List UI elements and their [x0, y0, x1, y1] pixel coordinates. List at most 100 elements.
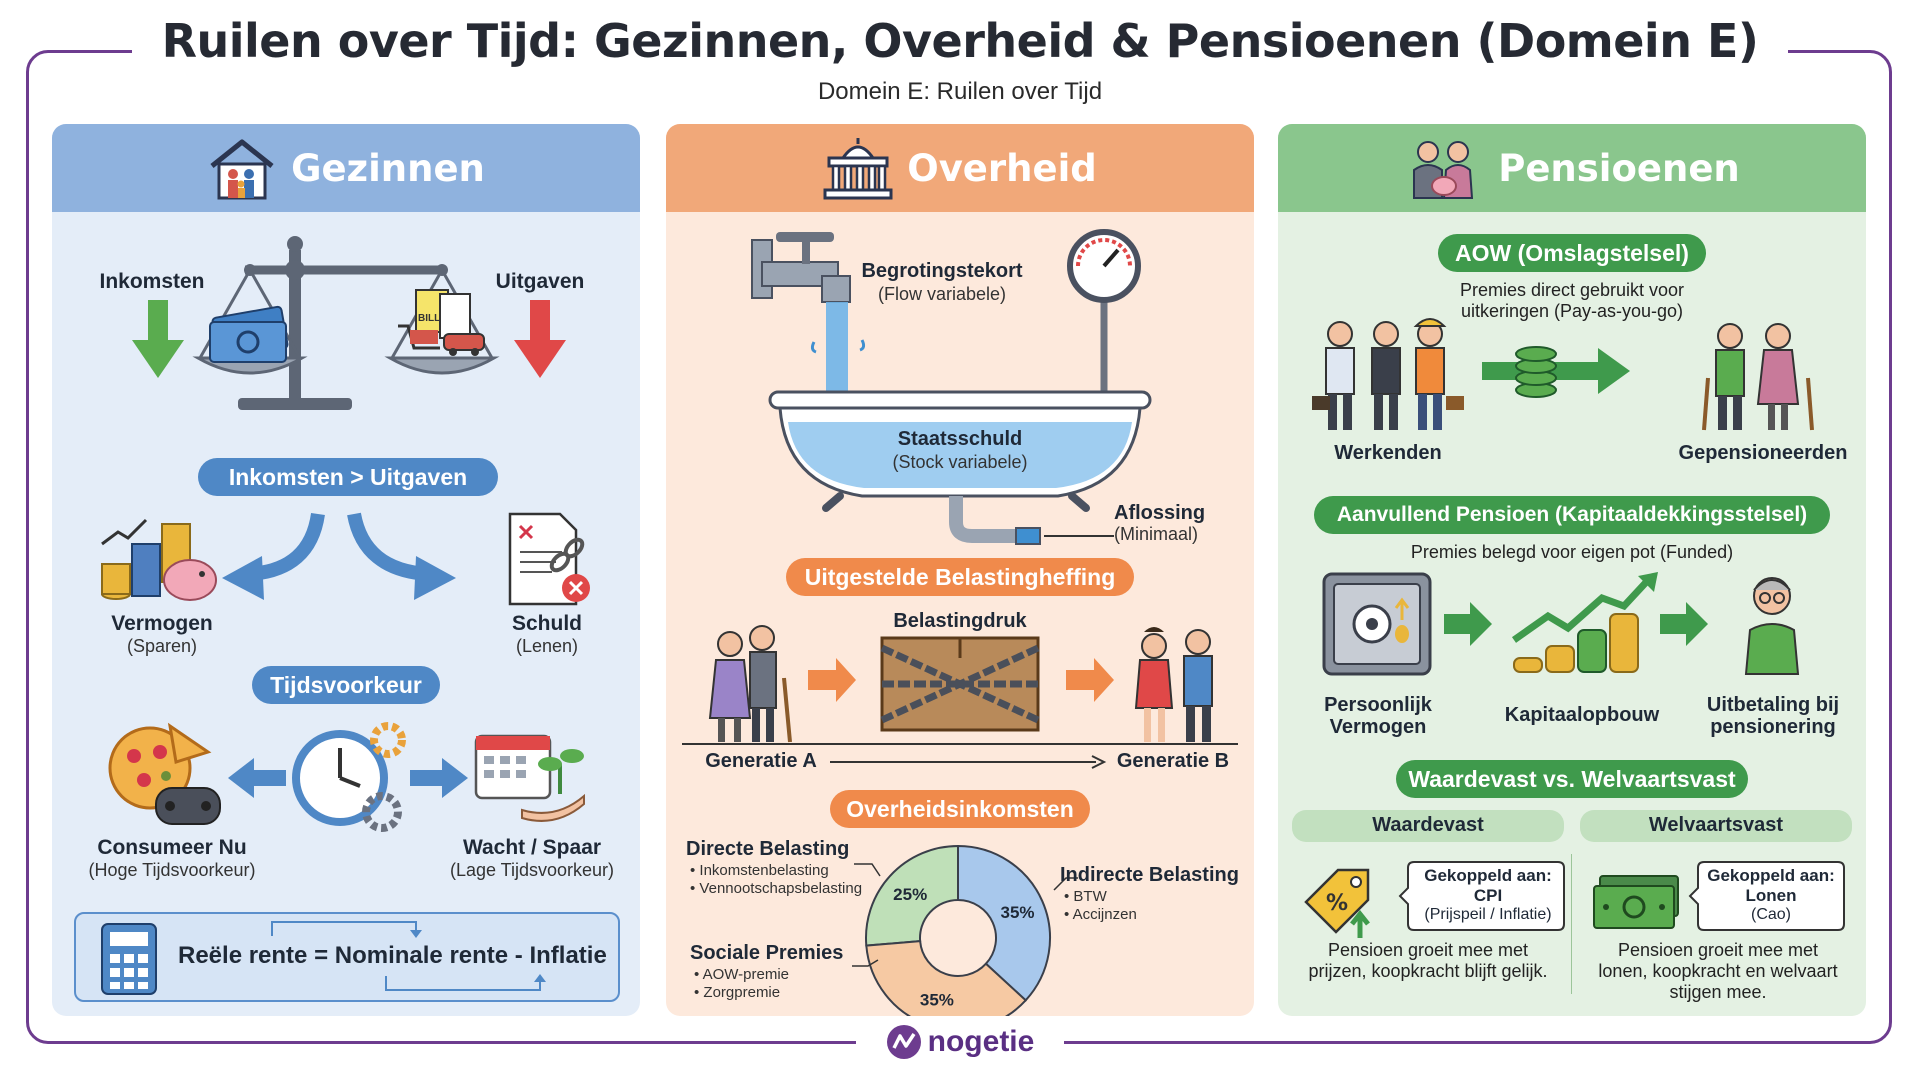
inkomsten-uitgaven-pill: Inkomsten > Uitgaven — [198, 458, 498, 496]
persoonlijk-label-1: Persoonlijk — [1324, 694, 1432, 716]
elderly-couple-icon — [1413, 141, 1474, 199]
wage-bubble-text-3: (Cao) — [1750, 906, 1791, 923]
waardevast-header — [1292, 810, 1564, 842]
debt-document-icon — [508, 512, 590, 606]
uitbetaling-label-1: Uitbetaling bij — [1706, 694, 1840, 716]
generations-icon — [682, 625, 1238, 745]
overheidsinkomsten-pill: Overheidsinkomsten — [830, 790, 1090, 828]
schuld-label: Schuld — [511, 612, 582, 635]
bill-label: BILL — [418, 313, 441, 324]
arrow-left-icon — [228, 758, 286, 798]
waardevast-desc-1: Pensioen groeit mee met — [1327, 940, 1529, 960]
arrow-down-red-icon — [514, 300, 566, 378]
uitgaven-label: Uitgaven — [495, 270, 585, 293]
directe-item-2: • Vennootschapsbelasting — [690, 880, 863, 897]
cpi-bubble — [1398, 861, 1565, 931]
waardevast-title: Waardevast — [1372, 814, 1484, 836]
uitgestelde-pill: Uitgestelde Belastingheffing — [786, 558, 1134, 596]
sociale-item-1: • AOW-premie — [694, 966, 789, 983]
uitbetaling-label-2: pensionering — [1710, 716, 1836, 738]
donut-label-2: 35% — [1001, 903, 1035, 922]
directe-label: Directe Belasting — [686, 838, 850, 860]
welvaartsvast-title: Welvaartsvast — [1648, 814, 1784, 836]
waardevast-desc-2: prijzen, koopkracht blijft gelijk. — [1308, 961, 1548, 981]
funded-pension-flow-icon — [1322, 572, 1800, 676]
donut-leader-lines — [852, 863, 1078, 967]
indirecte-label: Indirecte Belasting — [1060, 864, 1239, 886]
wacht-sub: (Lage Tijdsvoorkeur) — [449, 860, 615, 880]
svg-text:%: % — [1326, 891, 1348, 916]
wage-bubble-text-2: Lonen — [1745, 886, 1797, 905]
formula-text: Reële rente = Nominale rente - Inflatie — [178, 942, 607, 969]
aanvullend-pill: Aanvullend Pensioen (Kapitaaldekkingsste… — [1314, 496, 1830, 534]
arrow-down-green-icon — [132, 300, 184, 378]
welvaartsvast-header — [1580, 810, 1852, 842]
column-divider — [1571, 854, 1572, 994]
pizza-gamepad-icon — [108, 722, 221, 825]
wacht-label: Wacht / Spaar — [462, 836, 602, 859]
begrotingstekort-label: Begrotingstekort — [861, 260, 1023, 282]
indirecte-item-1: • BTW — [1064, 888, 1107, 905]
calendar-plant-icon — [474, 734, 585, 822]
government-building-icon — [823, 138, 893, 200]
bathtub-debt-icon — [751, 229, 1152, 545]
banknotes-icon — [1593, 875, 1679, 929]
staatsschuld-label: Staatsschuld — [897, 428, 1023, 450]
panel-pensioenen: Pensioenen AOW (Omslagstelsel) Premies d… — [1278, 124, 1866, 1016]
price-tag-icon: % — [1304, 868, 1370, 938]
coins-piggybank-icon — [101, 518, 217, 601]
welvaartsvast-desc-1: Pensioen groeit mee met — [1617, 940, 1819, 960]
footer: nogetie — [0, 1024, 1920, 1061]
vermogen-label: Vermogen — [111, 612, 213, 635]
clock-gears-icon — [292, 722, 406, 832]
wage-bubble-text-1: Gekoppeld aan: — [1707, 866, 1835, 885]
title-wrap: Ruilen over Tijd: Gezinnen, Overheid & P… — [0, 14, 1920, 68]
curved-arrows-icon — [222, 512, 456, 600]
formula-box — [74, 912, 620, 1002]
vermogen-sub: (Sparen) — [126, 636, 198, 656]
workers-to-retirees-icon — [1312, 318, 1814, 431]
arrow-right-icon — [410, 758, 468, 798]
aflossing-sub: (Minimaal) — [1114, 524, 1199, 544]
aow-desc-1: Premies direct gebruikt voor — [1459, 280, 1685, 300]
donut-slice-1 — [865, 844, 959, 947]
directe-item-1: • Inkomstenbelasting — [690, 862, 829, 879]
staatsschuld-sub: (Stock variabele) — [892, 452, 1028, 472]
cpi-bubble-text-3: (Prijspeil / Inflatie) — [1424, 906, 1552, 923]
generatie-b-label: Generatie B — [1116, 750, 1230, 772]
page-subtitle: Domein E: Ruilen over Tijd — [817, 78, 1103, 105]
donut-label-1: 25% — [893, 885, 927, 904]
belastingdruk-label: Belastingdruk — [893, 610, 1027, 632]
aow-desc-2: uitkeringen (Pay-as-you-go) — [1460, 301, 1684, 321]
balance-scale-icon — [192, 236, 500, 410]
wage-bubble — [1688, 861, 1845, 931]
donut-slice-2 — [957, 844, 1051, 1002]
consumeer-label: Consumeer Nu — [97, 836, 247, 859]
begrotingstekort-sub: (Flow variabele) — [877, 284, 1007, 304]
persoonlijk-label-2: Vermogen — [1329, 716, 1427, 738]
gepensioneerden-label: Gepensioneerden — [1678, 442, 1848, 464]
aanvullend-desc: Premies belegd voor eigen pot (Funded) — [1410, 542, 1734, 562]
footer-brand: nogetie — [855, 1024, 1065, 1061]
overheid-title: Overheid — [907, 146, 1097, 190]
kapitaalopbouw-label: Kapitaalopbouw — [1504, 704, 1660, 726]
sociale-item-2: • Zorgpremie — [694, 984, 781, 1001]
house-family-icon — [210, 139, 274, 200]
gezinnen-header: Gezinnen — [52, 124, 640, 212]
pensioenen-title: Pensioenen — [1498, 146, 1740, 190]
aow-pill: AOW (Omslagstelsel) — [1438, 234, 1706, 272]
inkomsten-label: Inkomsten — [99, 270, 205, 293]
sociale-label: Sociale Premies — [690, 942, 844, 964]
time-arrow-icon — [830, 755, 1107, 769]
indirecte-item-2: • Accijnzen — [1064, 906, 1137, 923]
nogetie-logo-icon — [886, 1025, 921, 1060]
calculator-icon — [101, 923, 157, 995]
formula-connector-icon — [271, 921, 546, 991]
cpi-bubble-text-1: Gekoppeld aan: — [1424, 866, 1552, 885]
overheid-header: Overheid — [666, 124, 1254, 212]
donut-label-3: 35% — [920, 990, 954, 1009]
generatie-a-label: Generatie A — [705, 750, 817, 772]
page-title: Ruilen over Tijd: Gezinnen, Overheid & P… — [131, 14, 1789, 68]
tijdsvoorkeur-pill: Tijdsvoorkeur — [252, 666, 440, 704]
footer-brand-text: nogetie — [927, 1025, 1035, 1059]
